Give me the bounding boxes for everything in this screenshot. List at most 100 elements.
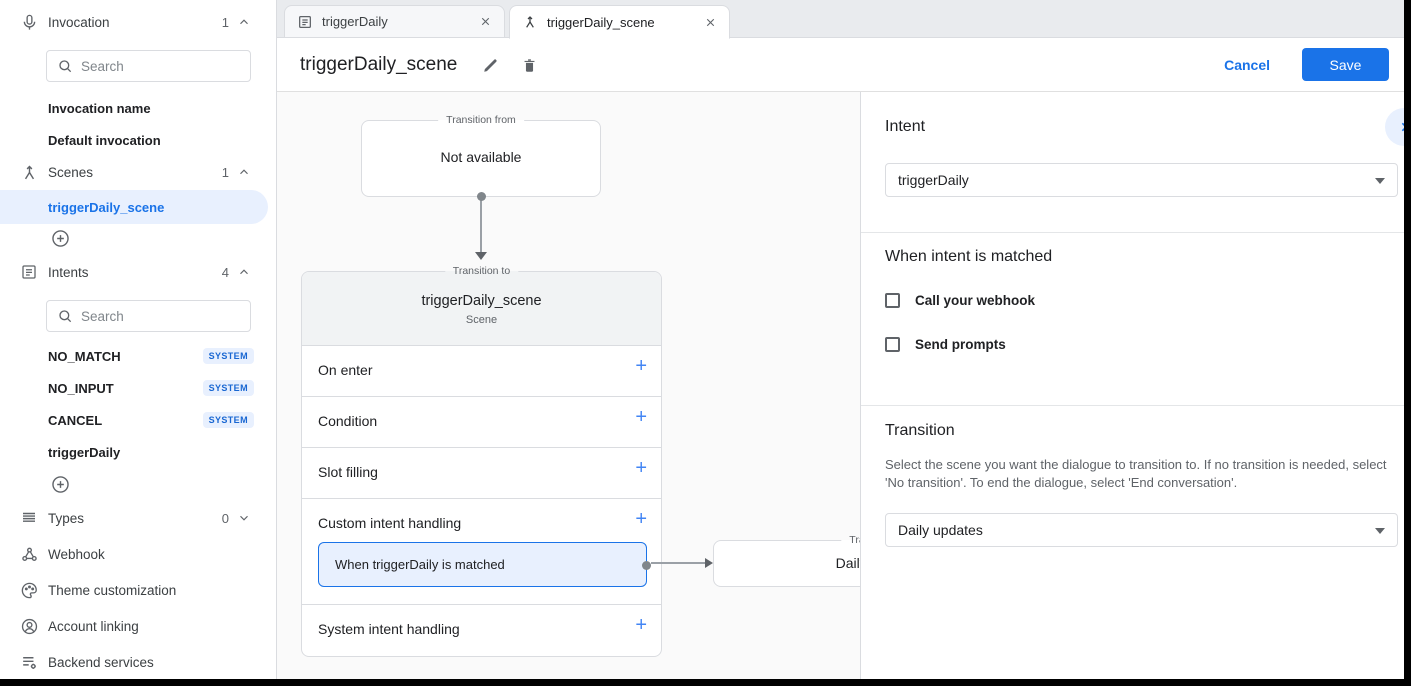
connector-dot <box>642 561 651 570</box>
types-lines-icon <box>18 507 40 529</box>
sidebar-item-default-invocation[interactable]: Default invocation <box>48 132 161 148</box>
arrow-right-icon <box>705 558 713 568</box>
scene-row-system-intent-handling[interactable]: System intent handling + <box>302 605 661 657</box>
row-label: Slot filling <box>318 464 378 480</box>
intent-properties-panel: Intent triggerDaily When intent is match… <box>860 92 1404 679</box>
sidebar-section-intents[interactable]: Intents 4 <box>0 258 277 286</box>
webhook-checkbox-row[interactable]: Call your webhook <box>885 290 1035 310</box>
chevron-up-icon[interactable] <box>237 14 253 30</box>
sidebar-item-no-match[interactable]: NO_MATCH SYSTEM <box>48 344 258 368</box>
scene-flow-canvas: Transition from Not available Transition… <box>277 92 860 679</box>
scene-row-slot-filling[interactable]: Slot filling + <box>302 448 661 499</box>
scene-merge-icon <box>522 14 538 30</box>
add-intent-button[interactable] <box>50 474 72 496</box>
add-custom-intent-button[interactable]: + <box>635 508 647 530</box>
target-node-title: Daily updates <box>835 555 860 571</box>
checkbox-label: Send prompts <box>915 336 1006 352</box>
collapse-panel-button[interactable] <box>1385 108 1404 146</box>
divider <box>861 405 1404 406</box>
page-title: triggerDaily_scene <box>300 53 458 75</box>
send-prompts-checkbox[interactable] <box>885 336 900 352</box>
invocation-search[interactable] <box>46 50 251 82</box>
dropdown-caret-icon <box>1375 178 1385 184</box>
add-slot-filling-button[interactable]: + <box>635 457 647 479</box>
screen-edge-right <box>1404 0 1411 686</box>
tab-triggerdaily-scene[interactable]: triggerDaily_scene <box>509 5 730 39</box>
invocation-search-input[interactable] <box>81 58 231 74</box>
arrow-down-icon <box>475 252 487 260</box>
edit-pencil-icon[interactable] <box>481 55 501 75</box>
sidebar-item-webhook[interactable]: Webhook <box>0 540 277 568</box>
sidebar-item-account-linking[interactable]: Account linking <box>0 612 277 640</box>
sidebar-item-theme-customization[interactable]: Theme customization <box>0 576 277 604</box>
transition-description: Select the scene you want the dialogue t… <box>885 457 1387 490</box>
prompts-checkbox-row[interactable]: Send prompts <box>885 334 1006 354</box>
transition-target-node[interactable]: Transition to Daily updates <box>713 534 860 587</box>
close-icon[interactable] <box>476 13 494 31</box>
transition-select[interactable]: Daily updates <box>885 513 1398 547</box>
scene-row-condition[interactable]: Condition + <box>302 397 661 448</box>
call-webhook-checkbox[interactable] <box>885 292 900 308</box>
intent-heading: Intent <box>885 118 926 135</box>
sidebar-section-scenes[interactable]: Scenes 1 <box>0 158 277 186</box>
add-on-enter-button[interactable]: + <box>635 355 647 377</box>
section-count: 1 <box>221 14 229 30</box>
add-condition-button[interactable]: + <box>635 406 647 428</box>
intents-search-input[interactable] <box>81 308 231 324</box>
system-badge: SYSTEM <box>202 348 254 364</box>
scene-node-title: triggerDaily_scene <box>421 293 542 309</box>
tab-triggerdaily[interactable]: triggerDaily <box>284 5 505 38</box>
intent-label: CANCEL <box>48 412 103 428</box>
close-icon[interactable] <box>701 13 719 31</box>
search-icon <box>57 308 73 324</box>
sidebar-item-triggerdaily[interactable]: triggerDaily <box>48 440 258 464</box>
item-label: Account linking <box>48 618 139 634</box>
connector-line-vertical <box>480 197 482 254</box>
section-count: 1 <box>221 164 229 180</box>
delete-trash-icon[interactable] <box>519 55 539 75</box>
scene-row-on-enter[interactable]: On enter + <box>302 346 661 397</box>
save-button[interactable]: Save <box>1302 48 1389 81</box>
transition-select-value: Daily updates <box>898 522 983 538</box>
connector-dot <box>477 192 486 201</box>
scene-node-subtitle: Scene <box>465 314 498 326</box>
section-count: 4 <box>221 264 229 280</box>
item-label: Theme customization <box>48 582 177 598</box>
intent-select[interactable]: triggerDaily <box>885 163 1398 197</box>
sidebar-item-no-input[interactable]: NO_INPUT SYSTEM <box>48 376 258 400</box>
matched-intent-label: When triggerDaily is matched <box>335 557 505 572</box>
sidebar-item-invocation-name[interactable]: Invocation name <box>48 100 151 116</box>
intent-label: NO_INPUT <box>48 380 114 396</box>
sidebar-item-backend-services[interactable]: Backend services <box>0 648 277 676</box>
chevron-up-icon[interactable] <box>237 264 253 280</box>
cancel-button[interactable]: Cancel <box>1224 56 1270 73</box>
sidebar-item-triggerdaily-scene[interactable]: triggerDaily_scene <box>0 190 268 224</box>
add-system-intent-button[interactable]: + <box>635 614 647 636</box>
node-legend: Transition to <box>444 265 519 277</box>
tab-label: triggerDaily <box>322 14 388 29</box>
microphone-icon <box>18 11 40 33</box>
row-label: Condition <box>318 413 378 429</box>
sidebar-section-types[interactable]: Types 0 <box>0 504 277 532</box>
matched-heading: When intent is matched <box>885 248 1053 265</box>
intent-label: triggerDaily <box>48 444 121 460</box>
account-circle-icon <box>18 615 40 637</box>
intent-label: NO_MATCH <box>48 348 121 364</box>
scene-row-custom-intent-handling[interactable]: Custom intent handling + When triggerDai… <box>302 499 661 605</box>
scene-node-triggerdaily-scene[interactable]: Transition to triggerDaily_scene Scene O… <box>301 265 662 657</box>
chevron-down-icon[interactable] <box>237 510 253 526</box>
sidebar-item-cancel[interactable]: CANCEL SYSTEM <box>48 408 258 432</box>
row-label: System intent handling <box>318 621 460 637</box>
connector-line-horizontal <box>651 562 705 564</box>
section-count: 0 <box>221 510 229 526</box>
matched-intent-card[interactable]: When triggerDaily is matched <box>318 542 651 587</box>
transition-from-node[interactable]: Transition from Not available <box>361 114 601 201</box>
sidebar-section-invocation[interactable]: Invocation 1 <box>0 8 277 36</box>
sidebar: Invocation 1 Invocation name Default inv… <box>0 0 277 686</box>
intents-search[interactable] <box>46 300 251 332</box>
scene-node-header: triggerDaily_scene Scene <box>302 272 661 346</box>
add-scene-button[interactable] <box>50 228 72 250</box>
chevron-up-icon[interactable] <box>237 164 253 180</box>
screen-edge-bottom <box>0 679 1411 686</box>
